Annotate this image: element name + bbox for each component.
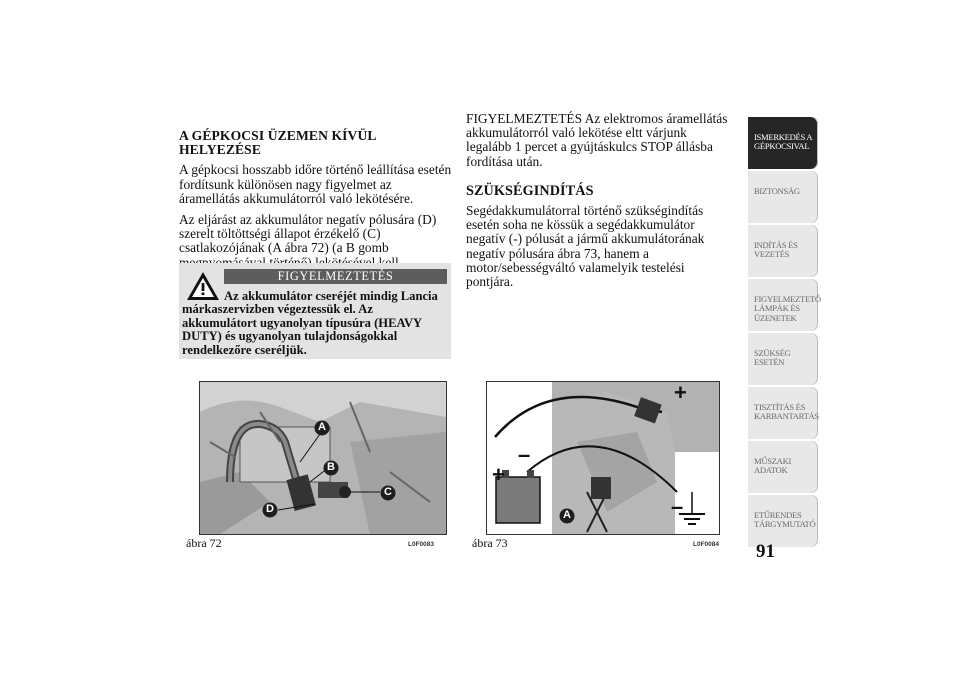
section-heading-emergency-start: SZÜKSÉGINDÍTÁS bbox=[466, 182, 594, 199]
figure-72-image: A B C D bbox=[199, 381, 447, 535]
label-c-callout: C bbox=[380, 485, 396, 506]
label-a-callout: A bbox=[559, 508, 575, 529]
tab-maintenance[interactable]: TISZTÍTÁS ÉS KARBANTARTÁS bbox=[748, 387, 819, 439]
tab-index[interactable]: ETŰRENDES TÁRGYMUTATÓ bbox=[748, 495, 818, 547]
warning-triangle-icon bbox=[187, 272, 219, 300]
paragraph: FIGYELMEZTETÉS Az elektromos áramellátás… bbox=[466, 111, 728, 169]
warning-box: FIGYELMEZTETÉS Az akkumulátor cseréjét m… bbox=[179, 263, 451, 359]
tab-safety[interactable]: BIZTONSÁG bbox=[748, 171, 818, 223]
label-d-callout: D bbox=[262, 502, 278, 523]
plus-sign-left: + bbox=[492, 462, 505, 487]
tab-technical-data[interactable]: MŰSZAKI ADATOK bbox=[748, 441, 818, 493]
figure-73-caption: ábra 73 bbox=[472, 536, 508, 550]
minus-sign-right: – bbox=[671, 494, 684, 519]
right-column: FIGYELMEZTETÉS Az elektromos áramellátás… bbox=[466, 111, 728, 296]
tab-warning-lights[interactable]: FIGYELMEZTETŐ LÁMPÁK ÉS ÜZENETEK bbox=[748, 279, 821, 331]
page-number: 91 bbox=[756, 541, 775, 562]
figure-72-code: L0F0083 bbox=[408, 541, 435, 548]
tab-emergency[interactable]: SZÜKSÉG ESETÉN bbox=[748, 333, 818, 385]
label-b-callout: B bbox=[323, 460, 339, 481]
figure-72-caption: ábra 72 bbox=[186, 536, 222, 550]
section-heading-storage: A GÉPKOCSI ÜZEMEN KÍVÜL HELYEZÉSE bbox=[179, 128, 376, 158]
tab-starting-driving[interactable]: INDÍTÁS ÉS VEZETÉS bbox=[748, 225, 818, 277]
label-a-callout: A bbox=[314, 420, 330, 441]
warning-title: FIGYELMEZTETÉS bbox=[224, 269, 447, 284]
paragraph: Segédakkumulátorral történő szükségindít… bbox=[466, 203, 705, 290]
plus-sign-top: + bbox=[674, 381, 687, 405]
figure-73-code: L0F0084 bbox=[693, 541, 720, 548]
tab-getting-to-know[interactable]: ISMERKEDÉS A GÉPKOCSIVAL bbox=[748, 117, 818, 169]
minus-sign-left: – bbox=[518, 442, 531, 467]
figure-73-image: + – + – A bbox=[486, 381, 720, 535]
paragraph: A gépkocsi hosszabb időre történő leállí… bbox=[179, 162, 452, 206]
chapter-sidebar: ISMERKEDÉS A GÉPKOCSIVAL BIZTONSÁG INDÍT… bbox=[748, 117, 821, 549]
warning-text: Az akkumulátor cseréjét mindig Lancia má… bbox=[182, 289, 438, 357]
